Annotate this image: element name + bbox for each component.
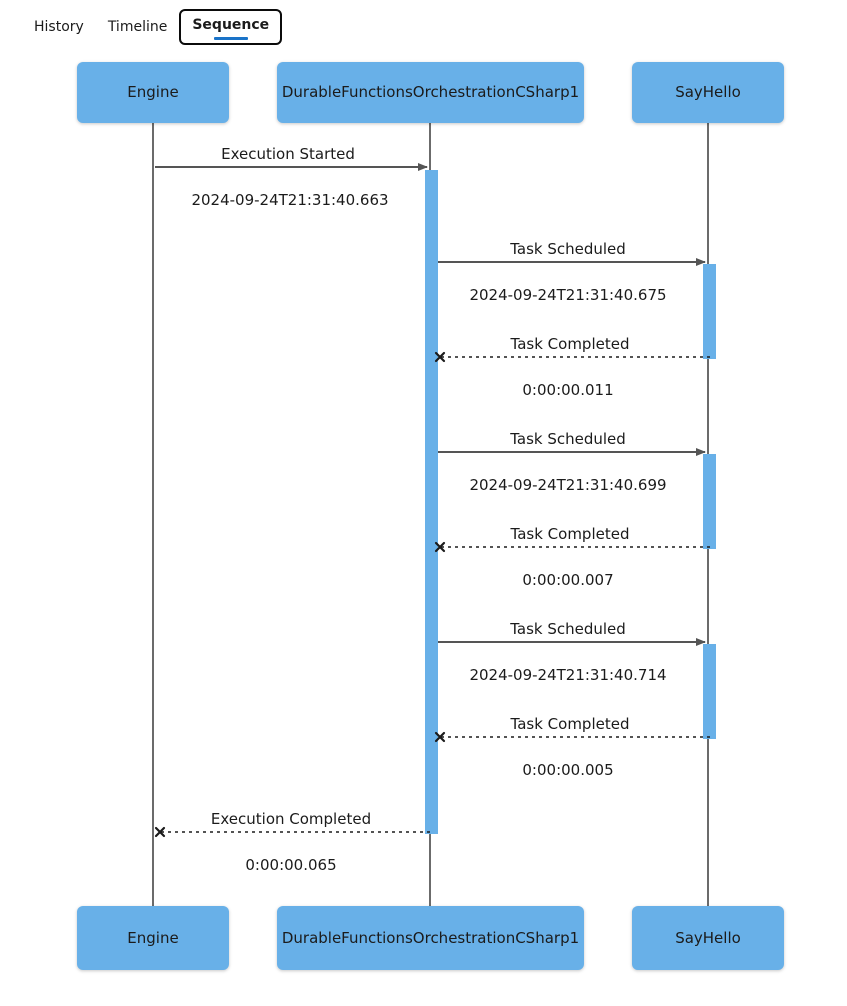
message-label-task-completed-2: Task Completed <box>510 525 630 543</box>
actor-label-engine-top: Engine <box>127 83 179 101</box>
tab-timeline-label: Timeline <box>107 19 168 35</box>
activation-sayhello-2 <box>703 454 716 549</box>
message-arrows <box>154 163 710 838</box>
tab-active-underline <box>213 37 248 40</box>
message-label-execution-completed: Execution Completed <box>210 810 372 828</box>
actor-box-engine-top[interactable]: Engine <box>77 62 229 123</box>
message-sub-execution-completed: 0:00:00.065 <box>245 856 337 874</box>
message-label-task-completed-1: Task Completed <box>510 335 630 353</box>
message-label-task-scheduled-3: Task Scheduled <box>510 620 626 638</box>
message-label-execution-started: Execution Started <box>221 145 355 163</box>
message-sub-task-scheduled-1: 2024-09-24T21:31:40.675 <box>469 286 667 304</box>
message-sub-task-completed-3: 0:00:00.005 <box>522 761 614 779</box>
actor-box-engine-bottom[interactable]: Engine <box>77 906 229 970</box>
tab-sequence[interactable]: Sequence <box>179 9 283 45</box>
tab-history-label: History <box>34 19 84 35</box>
actor-label-orchestrator-bottom: DurableFunctionsOrchestrationCSharp1 <box>281 928 580 947</box>
message-sub-task-scheduled-2: 2024-09-24T21:31:40.699 <box>469 476 667 494</box>
message-sub-task-completed-1: 0:00:00.011 <box>522 381 614 399</box>
message-sub-execution-started: 2024-09-24T21:31:40.663 <box>191 191 389 209</box>
actor-label-orchestrator-top: DurableFunctionsOrchestrationCSharp1 <box>281 83 580 101</box>
actor-label-sayhello-top: SayHello <box>675 83 741 101</box>
tab-sequence-label: Sequence <box>192 17 270 33</box>
activation-bars <box>425 170 716 834</box>
activation-orchestrator <box>425 170 438 834</box>
activation-sayhello-3 <box>703 644 716 739</box>
message-label-task-scheduled-1: Task Scheduled <box>510 240 626 258</box>
message-label-task-scheduled-2: Task Scheduled <box>510 430 626 448</box>
message-label-task-completed-3: Task Completed <box>510 715 630 733</box>
actor-box-orchestrator-bottom[interactable]: DurableFunctionsOrchestrationCSharp1 <box>277 906 584 970</box>
actor-label-engine-bottom: Engine <box>127 928 179 947</box>
actor-box-sayhello-top[interactable]: SayHello <box>632 62 784 123</box>
actor-box-orchestrator-top[interactable]: DurableFunctionsOrchestrationCSharp1 <box>277 62 584 123</box>
tab-timeline[interactable]: Timeline <box>96 11 180 43</box>
tab-bar: History Timeline Sequence <box>0 0 847 54</box>
activation-sayhello-1 <box>703 264 716 359</box>
message-sub-task-completed-2: 0:00:00.007 <box>522 571 614 589</box>
message-sub-task-scheduled-3: 2024-09-24T21:31:40.714 <box>469 666 667 684</box>
actor-box-sayhello-bottom[interactable]: SayHello <box>632 906 784 970</box>
tab-history[interactable]: History <box>22 11 96 43</box>
actor-label-sayhello-bottom: SayHello <box>675 928 741 947</box>
